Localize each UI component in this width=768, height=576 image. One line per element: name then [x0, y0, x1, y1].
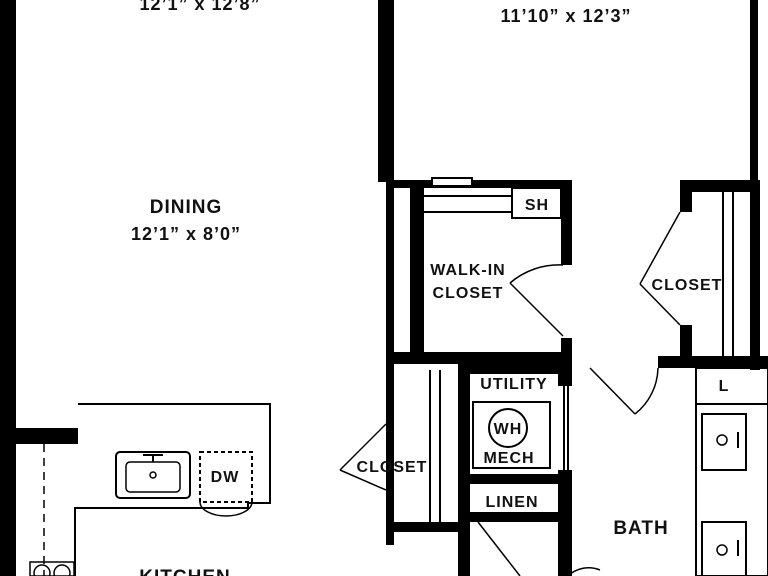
linen-l-label: L [719, 378, 730, 395]
shelves [424, 177, 734, 522]
dishwasher-icon [199, 451, 253, 503]
right-bedroom-wall [750, 0, 758, 182]
right-closet-door-leaf [639, 211, 681, 285]
walkin-right-wall-top [561, 180, 572, 265]
bedroom-1-dimensions: 12’1” x 12’8” [139, 0, 260, 14]
left-closet-bottom-wall [386, 522, 462, 532]
left-closet-label: CLOSET [357, 459, 428, 476]
walkin-door-leaf [509, 282, 564, 337]
walkin-closet-label-1: WALK-IN [430, 262, 505, 279]
right-closet-left-wall-bottom [680, 325, 692, 365]
bedroom-2-dimensions: 11’10” x 12’3” [500, 6, 631, 26]
sink-icon [701, 521, 747, 576]
utility-label: UTILITY [480, 376, 547, 393]
sink-icon [701, 413, 747, 471]
dining-kitchen-wall [0, 428, 78, 444]
sink-icon [115, 451, 191, 499]
doors [339, 211, 681, 576]
water-heater-label: WH [494, 421, 523, 438]
linen-label: LINEN [486, 494, 539, 511]
utility-top-wall [458, 364, 572, 374]
bath-label: BATH [613, 518, 668, 539]
linen-bottom-wall [458, 512, 572, 522]
walkin-top-wall [386, 180, 572, 188]
right-closet-right-wall [750, 180, 760, 370]
right-closet-top-wall [680, 180, 760, 192]
utility-left-wall [458, 364, 470, 576]
water-heater-enclosure [472, 401, 551, 469]
dining-label: DINING [150, 197, 223, 218]
utility-bottom-wall [458, 474, 572, 484]
water-heater-icon [488, 408, 528, 448]
left-closet-wall-upper [386, 364, 394, 424]
bedroom-divider-wall [378, 0, 394, 182]
left-exterior-wall [0, 0, 16, 576]
dishwasher-label: DW [211, 469, 240, 486]
kitchen-counter [29, 403, 271, 576]
right-closet-left-wall-top [680, 180, 692, 212]
bath-door-leaf [589, 367, 636, 415]
linen-door-leaf [477, 521, 521, 576]
shelf-label: SH [525, 197, 549, 214]
right-closet-bottom-wall [658, 356, 768, 368]
utility-right-wall-top [558, 364, 572, 386]
walkin-closet-label-2: CLOSET [433, 285, 504, 302]
left-closet-door-leaf [339, 423, 387, 471]
walkin-bottom-wall [386, 352, 572, 364]
utility-right-wall-bottom [558, 470, 572, 576]
walkin-left-wall [410, 188, 424, 356]
right-closet-label: CLOSET [652, 277, 723, 294]
dining-dimensions: 12’1” x 8’0” [131, 224, 241, 244]
bath-fixtures [695, 367, 768, 576]
mech-label: MECH [483, 450, 534, 467]
left-closet-wall-lower [386, 490, 394, 532]
kitchen-label: KITCHEN [139, 567, 230, 576]
